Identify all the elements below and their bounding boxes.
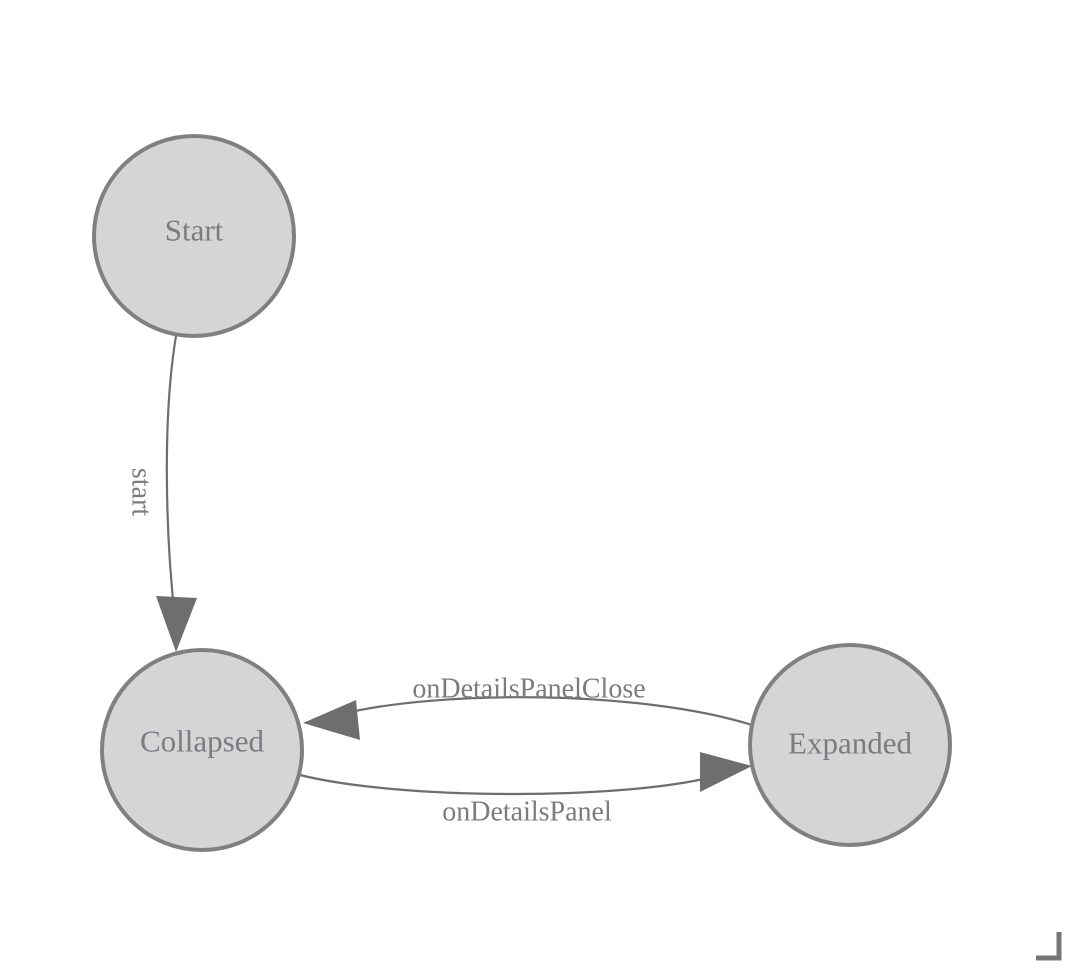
edge-expanded-to-collapsed-arrowhead [303,700,360,740]
edge-start-to-collapsed-arrowhead [156,596,197,652]
edge-label-on-details-panel-close: onDetailsPanelClose [412,674,645,705]
node-collapsed[interactable]: Collapsed [100,648,304,852]
edge-start-to-collapsed[interactable] [156,335,197,652]
node-expanded-label: Expanded [788,726,912,761]
corner-bracket-mark [1036,932,1062,961]
node-collapsed-circle [100,648,304,852]
edge-expanded-to-collapsed[interactable] [303,696,753,740]
edge-collapsed-to-expanded-arrowhead [700,752,752,792]
edge-label-start: start [126,468,157,516]
edge-label-on-details-panel: onDetailsPanel [442,797,612,828]
node-start-circle [92,134,296,338]
node-expanded-circle [748,643,952,847]
node-expanded[interactable]: Expanded [748,643,952,847]
edge-expanded-to-collapsed-path [341,696,753,727]
node-start-label: Start [165,213,224,248]
edge-collapsed-to-expanded-path [299,773,713,796]
node-collapsed-label: Collapsed [140,724,264,759]
node-start[interactable]: Start [92,134,296,338]
edge-start-to-collapsed-path [165,335,178,619]
edge-collapsed-to-expanded[interactable] [299,752,752,796]
